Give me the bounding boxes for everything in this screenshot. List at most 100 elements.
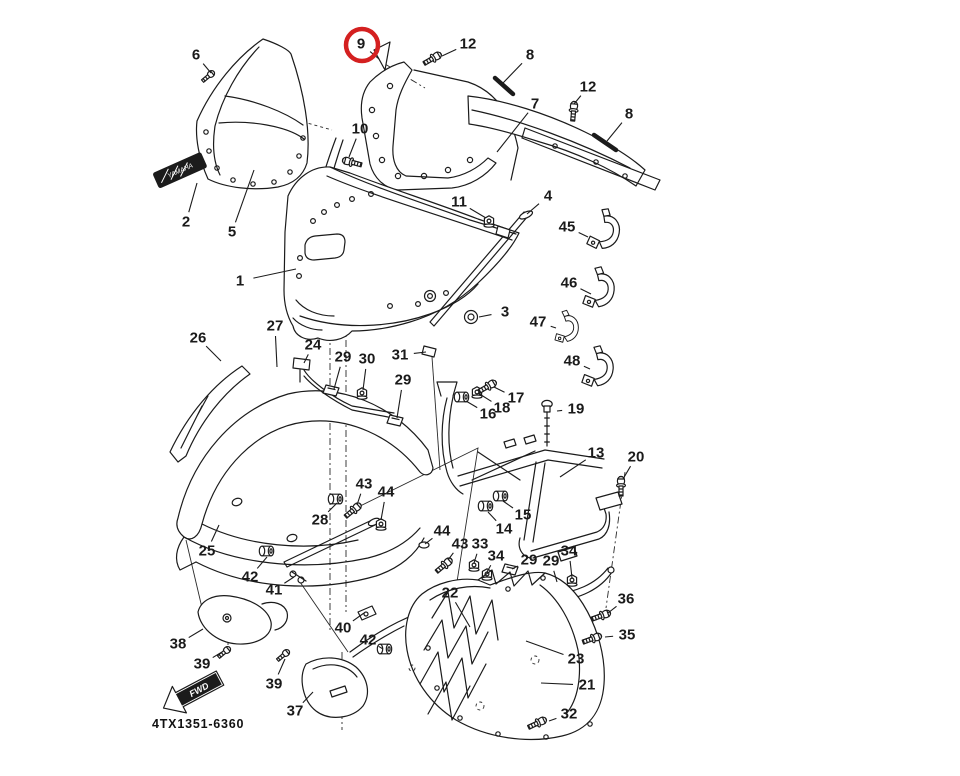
part-label-38-43[interactable]: 38 xyxy=(170,636,187,653)
leader-line-27 xyxy=(274,335,278,368)
leader-line-1 xyxy=(253,268,297,279)
part-label-7-6[interactable]: 7 xyxy=(531,96,539,113)
part-label-48-57[interactable]: 48 xyxy=(564,353,581,370)
leader-line-6 xyxy=(202,63,212,74)
part-label-17-18[interactable]: 17 xyxy=(508,390,525,407)
part-label-13-14[interactable]: 13 xyxy=(588,445,605,462)
leader-line-8 xyxy=(502,62,523,84)
part-label-19-20[interactable]: 19 xyxy=(568,401,585,418)
leader-line-31 xyxy=(413,351,427,354)
part-label-5-4[interactable]: 5 xyxy=(228,224,236,241)
part-label-46-55[interactable]: 46 xyxy=(561,275,578,292)
part-label-14-15[interactable]: 14 xyxy=(496,521,513,538)
part-label-11-11[interactable]: 11 xyxy=(451,194,467,211)
part-label-6-5[interactable]: 6 xyxy=(192,47,200,64)
top-fasteners-art xyxy=(199,49,619,325)
upper-cowl-art xyxy=(283,137,529,341)
leader-line-30 xyxy=(362,368,367,391)
part-label-3-2[interactable]: 3 xyxy=(501,304,509,321)
leader-line-25 xyxy=(210,524,220,542)
leader-line-34 xyxy=(486,565,492,573)
part-label-34-38[interactable]: 34 xyxy=(488,548,505,565)
leader-line-45 xyxy=(578,232,589,238)
leader-line-3 xyxy=(478,314,492,318)
part-label-44-52[interactable]: 44 xyxy=(378,484,395,501)
part-label-43-50[interactable]: 43 xyxy=(356,476,373,493)
leader-line-44 xyxy=(380,501,385,521)
part-label-42-48[interactable]: 42 xyxy=(242,569,259,586)
part-label-40-46[interactable]: 40 xyxy=(335,620,352,637)
part-label-31-35[interactable]: 31 xyxy=(392,347,409,364)
part-label-33-37[interactable]: 33 xyxy=(472,536,489,553)
part-label-43-51[interactable]: 43 xyxy=(452,536,469,553)
leader-line-44 xyxy=(424,537,433,545)
leader-line-43 xyxy=(356,493,362,506)
leader-line-35 xyxy=(604,635,614,638)
leader-line-22 xyxy=(454,601,471,628)
leader-line-17 xyxy=(493,386,505,393)
front-fender-art xyxy=(169,365,434,587)
part-label-42-49[interactable]: 42 xyxy=(360,632,377,649)
part-label-25-26[interactable]: 25 xyxy=(199,543,216,560)
part-label-8-8[interactable]: 8 xyxy=(625,106,633,123)
part-label-12-13[interactable]: 12 xyxy=(580,79,597,96)
part-label-26-27[interactable]: 26 xyxy=(190,330,207,347)
part-label-29-32[interactable]: 29 xyxy=(521,552,538,569)
leader-line-29 xyxy=(511,565,519,570)
part-label-20-21[interactable]: 20 xyxy=(628,449,645,466)
part-label-34-39[interactable]: 34 xyxy=(561,543,578,560)
leader-line-11 xyxy=(469,207,487,219)
leader-line-43 xyxy=(447,552,454,561)
leader-line-28 xyxy=(327,502,338,513)
leader-line-38 xyxy=(188,628,204,639)
leader-line-15 xyxy=(502,500,514,509)
leader-line-4 xyxy=(526,203,540,215)
part-label-9-9[interactable]: 9 xyxy=(357,36,365,53)
part-label-36-41[interactable]: 36 xyxy=(618,591,635,608)
part-label-35-40[interactable]: 35 xyxy=(619,627,636,644)
part-label-29-31[interactable]: 29 xyxy=(395,372,412,389)
part-label-39-44[interactable]: 39 xyxy=(194,656,211,673)
part-label-15-16[interactable]: 15 xyxy=(515,507,532,524)
part-label-29-30[interactable]: 29 xyxy=(335,349,352,366)
highlight-circle-part-9 xyxy=(343,26,381,64)
part-label-32-36[interactable]: 32 xyxy=(561,706,578,723)
part-label-37-42[interactable]: 37 xyxy=(287,703,304,720)
part-label-45-54[interactable]: 45 xyxy=(559,219,576,236)
windscreen-art: YAMAHA xyxy=(153,38,309,190)
fwd-arrow: FWD xyxy=(162,670,225,714)
part-label-23-24[interactable]: 23 xyxy=(568,651,585,668)
part-label-22-23[interactable]: 22 xyxy=(442,585,459,602)
leader-line-18 xyxy=(477,392,492,402)
part-label-24-25[interactable]: 24 xyxy=(305,337,322,354)
upper-stay-art xyxy=(360,41,519,191)
part-label-44-53[interactable]: 44 xyxy=(434,523,451,540)
part-label-41-47[interactable]: 41 xyxy=(266,582,283,599)
leader-line-14 xyxy=(487,511,497,522)
part-label-8-7[interactable]: 8 xyxy=(526,47,534,64)
leader-line-12 xyxy=(441,48,457,57)
leader-line-2 xyxy=(188,182,198,213)
part-label-27-28[interactable]: 27 xyxy=(267,318,284,335)
part-label-47-56[interactable]: 47 xyxy=(530,314,547,331)
part-label-18-19[interactable]: 18 xyxy=(494,400,511,417)
part-label-2-1[interactable]: 2 xyxy=(182,214,190,231)
part-label-29-33[interactable]: 29 xyxy=(543,553,560,570)
part-label-1[interactable]: 1 xyxy=(236,273,244,290)
stay-bracket-art xyxy=(436,377,627,603)
part-label-4-3[interactable]: 4 xyxy=(544,188,553,205)
side-cowl-art xyxy=(405,569,613,741)
leader-line-36 xyxy=(607,605,617,614)
part-label-39-45[interactable]: 39 xyxy=(266,676,283,693)
part-label-16-17[interactable]: 16 xyxy=(480,406,497,423)
leader-line-10 xyxy=(348,138,357,158)
part-label-21-22[interactable]: 21 xyxy=(579,677,596,694)
part-label-12-12[interactable]: 12 xyxy=(460,36,477,53)
leader-line-33 xyxy=(473,553,478,564)
part-label-30-34[interactable]: 30 xyxy=(359,351,376,368)
part-label-28-29[interactable]: 28 xyxy=(312,512,329,529)
leader-line-29 xyxy=(333,366,341,390)
leader-line-32 xyxy=(548,717,557,722)
diagram-code: 4TX1351-6360 xyxy=(152,717,244,731)
part-label-10-10[interactable]: 10 xyxy=(352,121,369,138)
